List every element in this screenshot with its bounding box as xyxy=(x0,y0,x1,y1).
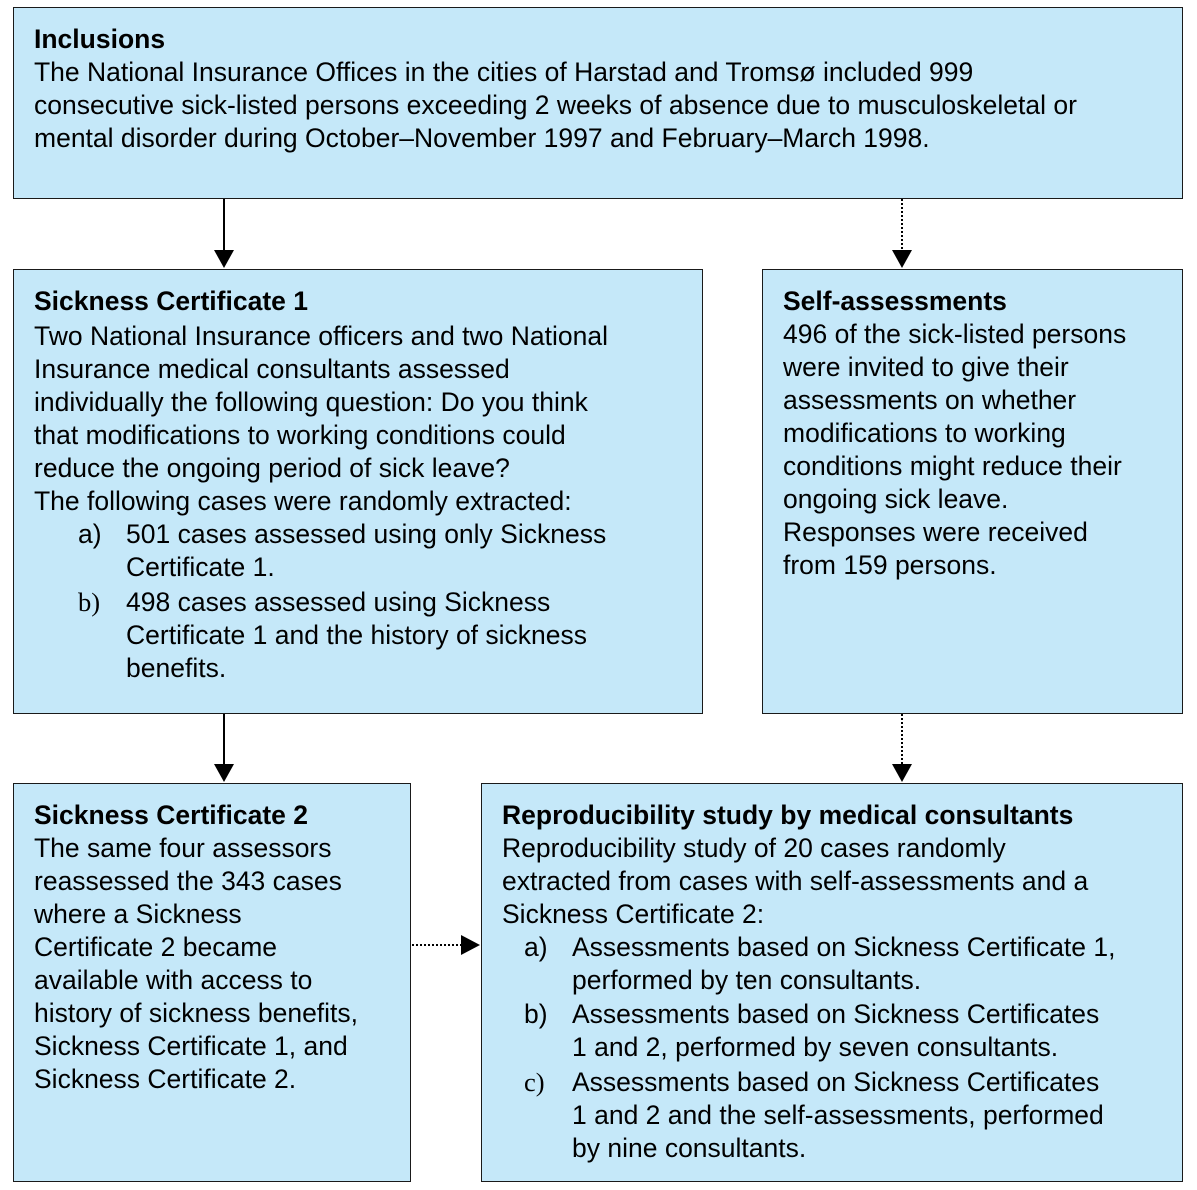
list-item-line: Assessments based on Sickness Certificat… xyxy=(572,999,1100,1029)
list-item-line: 498 cases assessed using Sickness xyxy=(126,587,551,617)
arrow-inclusions-to-sc1 xyxy=(214,199,234,268)
reproducibility-study-box: Reproducibility study by medical consult… xyxy=(481,783,1183,1182)
sc2-line: Sickness Certificate 1, and xyxy=(34,1031,348,1061)
sc2-line: Sickness Certificate 2. xyxy=(34,1064,297,1094)
sickness-certificate-1-box: Sickness Certificate 1 Two National Insu… xyxy=(13,269,703,714)
sickness-certificate-1-title: Sickness Certificate 1 xyxy=(34,286,308,316)
sc2-line: where a Sickness xyxy=(34,899,242,929)
inclusions-title: Inclusions xyxy=(34,24,166,54)
sc1-case-list: a) 501 cases assessed using only Sicknes… xyxy=(34,518,682,685)
sc1-line: Two National Insurance officers and two … xyxy=(34,321,608,351)
list-marker: a) xyxy=(78,519,102,549)
sickness-certificate-2-box: Sickness Certificate 2 The same four ass… xyxy=(13,783,411,1182)
sa-line: from 159 persons. xyxy=(783,550,997,580)
self-assessments-title: Self-assessments xyxy=(783,286,1007,316)
sc2-line: reassessed the 343 cases xyxy=(34,866,342,896)
sa-line: ongoing sick leave. xyxy=(783,484,1009,514)
list-marker: b) xyxy=(524,999,548,1029)
list-item-line: 501 cases assessed using only Sickness xyxy=(126,519,607,549)
sc1-line: reduce the ongoing period of sick leave? xyxy=(34,453,510,483)
list-item-line: performed by ten consultants. xyxy=(572,965,922,995)
self-assessments-box: Self-assessments 496 of the sick-listed … xyxy=(762,269,1183,714)
rs-line: Reproducibility study of 20 cases random… xyxy=(502,833,1006,863)
rs-line: Sickness Certificate 2: xyxy=(502,899,765,929)
list-item-line: Certificate 1 and the history of sicknes… xyxy=(126,620,588,650)
list-marker: c) xyxy=(524,1067,545,1097)
list-marker: b) xyxy=(78,587,101,617)
sa-line: 496 of the sick-listed persons xyxy=(783,319,1127,349)
sa-line: modifications to working xyxy=(783,418,1066,448)
sc2-line: The same four assessors xyxy=(34,833,332,863)
arrow-inclusions-to-self-assessments xyxy=(892,199,912,268)
inclusions-box: Inclusions The National Insurance Office… xyxy=(13,7,1183,199)
arrow-sc2-to-reproducibility xyxy=(412,935,480,955)
arrow-sc1-to-sc2 xyxy=(214,714,234,782)
list-item: a) 501 cases assessed using only Sicknes… xyxy=(34,518,682,584)
list-item-line: Assessments based on Sickness Certificat… xyxy=(572,1067,1100,1097)
sa-line: assessments on whether xyxy=(783,385,1077,415)
list-item-line: benefits. xyxy=(126,653,227,683)
inclusions-line: mental disorder during October–November … xyxy=(34,123,930,153)
inclusions-line: consecutive sick-listed persons exceedin… xyxy=(34,90,1077,120)
list-item-line: by nine consultants. xyxy=(572,1133,807,1163)
list-item: b) 498 cases assessed using Sickness Cer… xyxy=(34,586,682,685)
list-item: a) Assessments based on Sickness Certifi… xyxy=(502,931,1162,997)
sc2-line: Certificate 2 became xyxy=(34,932,278,962)
sc1-line: The following cases were randomly extrac… xyxy=(34,486,572,516)
list-item-line: Certificate 1. xyxy=(126,552,275,582)
rs-assessment-list: a) Assessments based on Sickness Certifi… xyxy=(502,931,1162,1165)
sc1-line: that modifications to working conditions… xyxy=(34,420,566,450)
inclusions-line: The National Insurance Offices in the ci… xyxy=(34,57,974,87)
list-item-line: Assessments based on Sickness Certificat… xyxy=(572,932,1116,962)
reproducibility-study-title: Reproducibility study by medical consult… xyxy=(502,800,1074,830)
sc2-line: available with access to xyxy=(34,965,313,995)
list-item-line: 1 and 2 and the self-assessments, perfor… xyxy=(572,1100,1104,1130)
sc1-line: Insurance medical consultants assessed xyxy=(34,354,510,384)
sc2-line: history of sickness benefits, xyxy=(34,998,359,1028)
list-marker: a) xyxy=(524,932,548,962)
arrow-self-assessments-to-reproducibility xyxy=(892,714,912,782)
sc1-line: individually the following question: Do … xyxy=(34,387,588,417)
sa-line: conditions might reduce their xyxy=(783,451,1122,481)
list-item-line: 1 and 2, performed by seven consultants. xyxy=(572,1032,1059,1062)
list-item: b) Assessments based on Sickness Certifi… xyxy=(502,998,1162,1064)
rs-line: extracted from cases with self-assessmen… xyxy=(502,866,1089,896)
sa-line: were invited to give their xyxy=(783,352,1069,382)
list-item: c) Assessments based on Sickness Certifi… xyxy=(502,1066,1162,1165)
sa-line: Responses were received xyxy=(783,517,1088,547)
sickness-certificate-2-title: Sickness Certificate 2 xyxy=(34,800,308,830)
